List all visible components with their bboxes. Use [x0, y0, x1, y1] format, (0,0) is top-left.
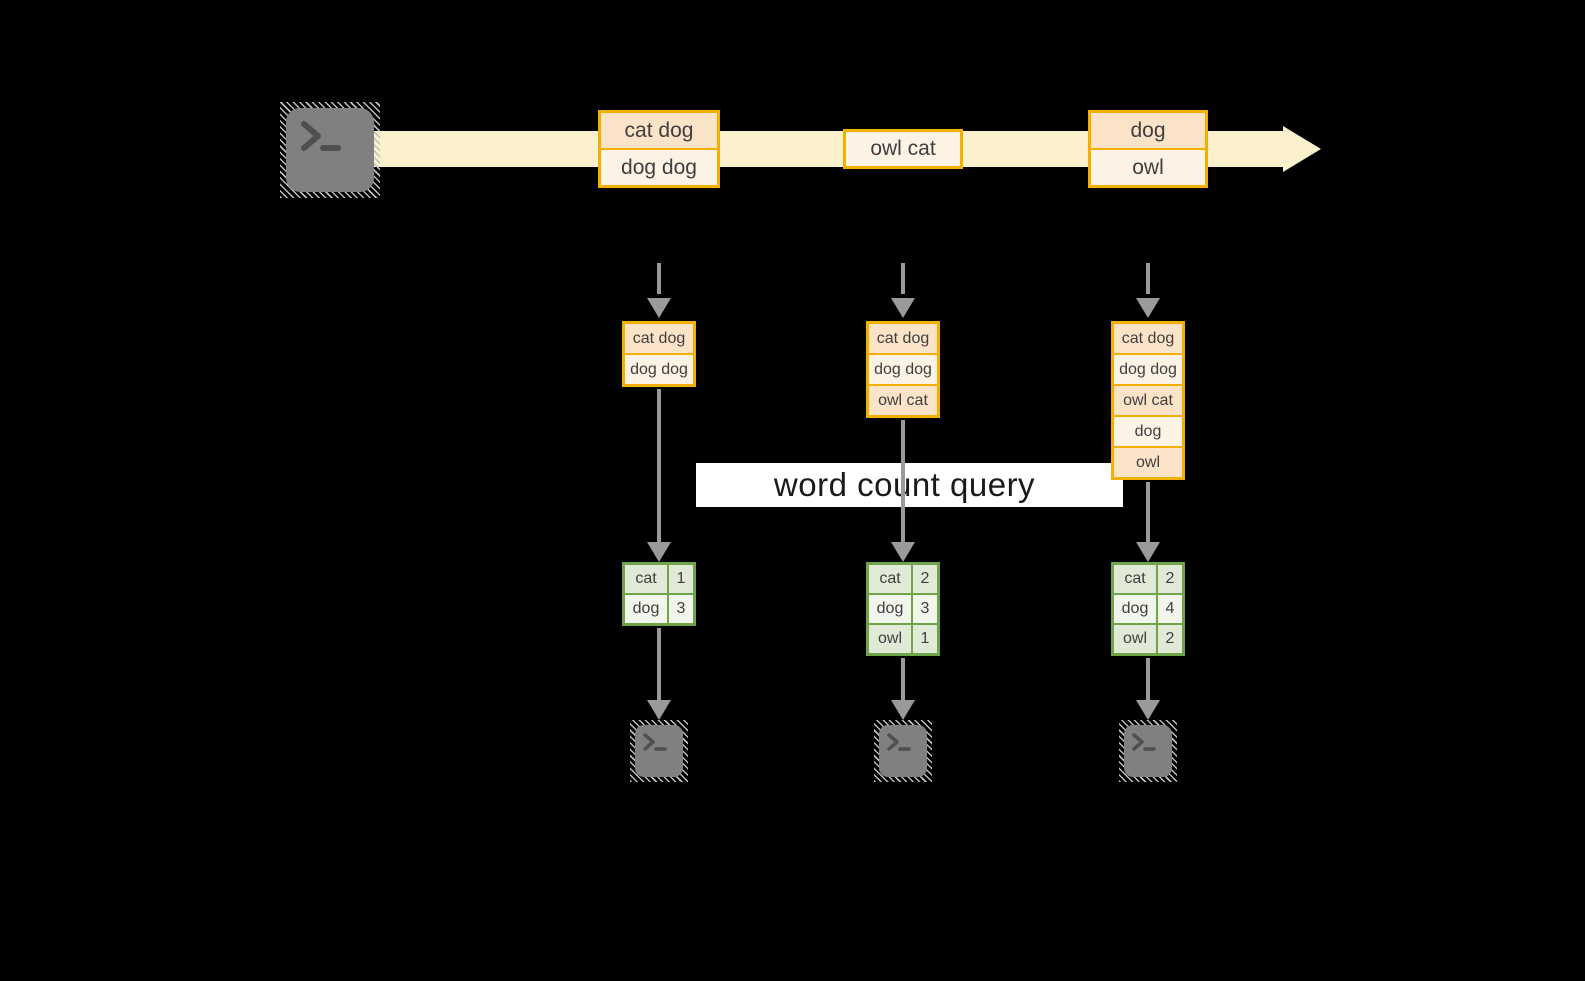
word-cell: dog	[869, 595, 913, 623]
query-label: word count query	[773, 466, 1036, 503]
terminal-body	[635, 725, 683, 777]
count-cell: 1	[913, 625, 937, 653]
count-arrow-3	[1146, 482, 1150, 542]
count-cell: 2	[913, 565, 937, 593]
batch-record: owl cat	[846, 132, 960, 166]
output-arrow-3	[1146, 658, 1150, 702]
word-cell: owl	[1114, 625, 1158, 653]
count-cell: 1	[669, 565, 693, 593]
output-arrow-2	[901, 658, 905, 702]
terminal-body	[1124, 725, 1172, 777]
stream-batch-2: owl cat	[843, 129, 963, 169]
query-band: word count query	[696, 463, 1123, 507]
output-terminal-icon-1	[630, 720, 688, 782]
batch-record: owl	[1091, 148, 1205, 185]
terminal-body	[879, 725, 927, 777]
output-terminal-icon-3	[1119, 720, 1177, 782]
source-terminal-icon	[280, 102, 380, 198]
stream-batch-1: cat dog dog dog	[598, 110, 720, 188]
stack-row: cat dog	[1114, 324, 1182, 353]
terminal-prompt-icon	[1132, 733, 1156, 751]
count-row: owl 2	[1114, 623, 1182, 653]
count-cell: 3	[913, 595, 937, 623]
count-row: dog 4	[1114, 593, 1182, 623]
count-cell: 3	[669, 595, 693, 623]
count-row: cat 2	[869, 565, 937, 593]
count-row: dog 3	[625, 593, 693, 623]
batch-record: cat dog	[601, 113, 717, 148]
dashed-arrow-2	[901, 263, 905, 294]
output-arrow-1	[657, 628, 661, 702]
terminal-prompt-icon	[643, 733, 667, 751]
count-cell: 4	[1158, 595, 1182, 623]
output-arrowhead-2-icon	[891, 700, 915, 720]
stack-row: dog dog	[1114, 353, 1182, 384]
stream-batch-3: dog owl	[1088, 110, 1208, 188]
terminal-body	[286, 108, 374, 192]
stack-row: owl cat	[1114, 384, 1182, 415]
stack-row: owl	[1114, 446, 1182, 477]
count-arrowhead-1-icon	[647, 542, 671, 562]
word-cell: cat	[625, 565, 669, 593]
count-cell: 2	[1158, 565, 1182, 593]
count-row: dog 3	[869, 593, 937, 623]
word-cell: owl	[869, 625, 913, 653]
batch-record: dog dog	[601, 148, 717, 185]
word-cell: cat	[869, 565, 913, 593]
dashed-arrow-3	[1146, 263, 1150, 294]
count-arrow-1	[657, 389, 661, 542]
terminal-prompt-icon	[301, 121, 341, 151]
count-table-3: cat 2 dog 4 owl 2	[1111, 562, 1185, 656]
batch-record: dog	[1091, 113, 1205, 148]
word-cell: dog	[1114, 595, 1158, 623]
stack-row: owl cat	[869, 384, 937, 415]
stream-arrowhead-icon	[1283, 126, 1321, 172]
count-row: cat 2	[1114, 565, 1182, 593]
output-arrowhead-3-icon	[1136, 700, 1160, 720]
count-arrowhead-3-icon	[1136, 542, 1160, 562]
accumulated-batch-1: cat dog dog dog	[622, 321, 696, 387]
dashed-arrow-1	[657, 263, 661, 294]
count-arrow-2	[901, 420, 905, 542]
accumulated-batch-2: cat dog dog dog owl cat	[866, 321, 940, 418]
dashed-arrowhead-2-icon	[891, 298, 915, 318]
count-row: cat 1	[625, 565, 693, 593]
count-arrowhead-2-icon	[891, 542, 915, 562]
terminal-prompt-icon	[887, 733, 911, 751]
dashed-arrowhead-3-icon	[1136, 298, 1160, 318]
output-arrowhead-1-icon	[647, 700, 671, 720]
word-cell: dog	[625, 595, 669, 623]
count-row: owl 1	[869, 623, 937, 653]
stack-row: dog dog	[869, 353, 937, 384]
stack-row: cat dog	[869, 324, 937, 353]
stack-row: dog	[1114, 415, 1182, 446]
output-terminal-icon-2	[874, 720, 932, 782]
accumulated-batch-3: cat dog dog dog owl cat dog owl	[1111, 321, 1185, 480]
count-table-1: cat 1 dog 3	[622, 562, 696, 626]
word-cell: cat	[1114, 565, 1158, 593]
stack-row: cat dog	[625, 324, 693, 353]
count-table-2: cat 2 dog 3 owl 1	[866, 562, 940, 656]
dashed-arrowhead-1-icon	[647, 298, 671, 318]
count-cell: 2	[1158, 625, 1182, 653]
stack-row: dog dog	[625, 353, 693, 384]
